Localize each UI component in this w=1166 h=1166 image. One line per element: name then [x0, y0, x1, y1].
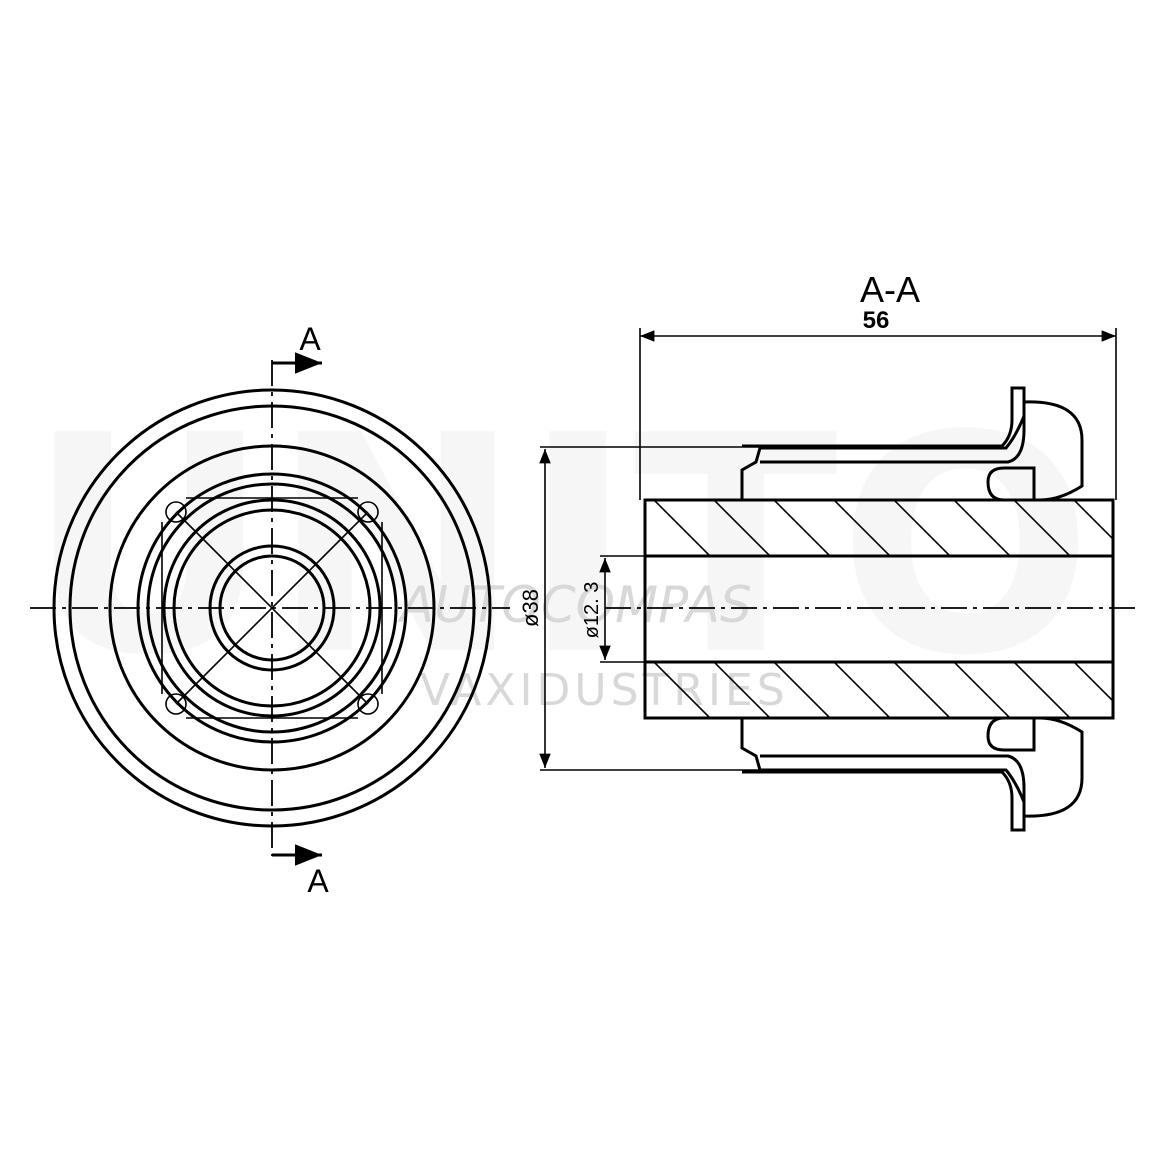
sleeve-hatch-top: [652, 500, 1113, 556]
notch-br: [357, 693, 379, 715]
notch-bl: [165, 693, 187, 715]
notch-tr: [357, 501, 379, 523]
rubber-groove-bottom: [986, 716, 1036, 752]
section-marker-top: A: [299, 321, 321, 357]
outer-shell-top: [742, 386, 1026, 464]
rubber-groove-top: [986, 466, 1036, 502]
length-dimension: 56: [863, 307, 890, 334]
section-title: A-A: [860, 269, 920, 310]
section-view: A-A 56 ø38 ø12. 3: [518, 269, 1140, 832]
section-marker-bottom: A: [307, 863, 329, 899]
rubber-body-bottom: [740, 716, 1084, 818]
sleeve-hatch-bottom: [652, 662, 1113, 718]
inner-diameter-dimension: ø12. 3: [581, 582, 603, 639]
watermark: UNITO AUTOCOMPAS VAXIDUSTRIES: [27, 372, 1093, 721]
notch-tl: [165, 501, 187, 523]
rubber-body-top: [740, 400, 1084, 502]
front-view: A A: [30, 321, 510, 899]
outer-diameter-dimension: ø38: [518, 589, 543, 627]
outer-shell-bottom: [742, 754, 1026, 832]
watermark-brand: AUTOCOMPAS: [397, 576, 752, 634]
